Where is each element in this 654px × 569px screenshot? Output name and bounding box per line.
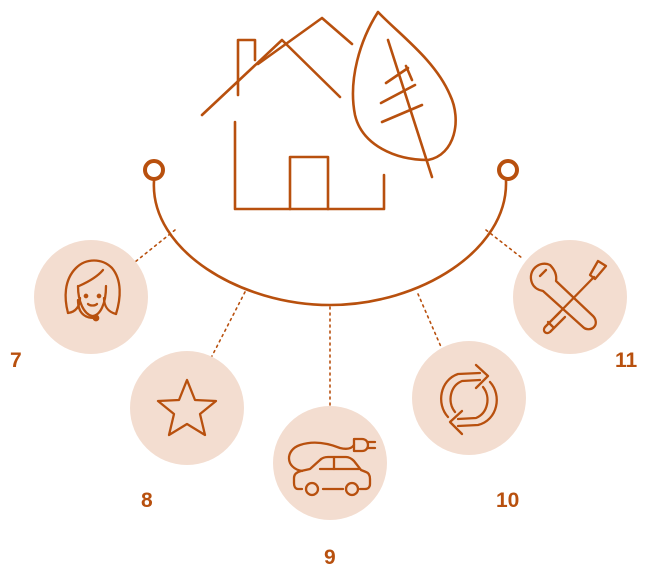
connector-8 [212,292,245,356]
arc-endpoint-right [499,161,517,179]
node-circle-8 [130,351,244,465]
connector-10 [418,294,445,356]
node-label-9: 9 [324,547,336,568]
node-label-7: 7 [10,350,22,371]
node-circle-7 [34,240,148,354]
node-label-11: 11 [615,350,637,371]
node-circle-11 [513,240,627,354]
house-icon [202,18,384,209]
connector-11 [486,230,522,258]
connector-7 [135,230,175,262]
hub-arc [154,181,506,305]
leaf-icon [353,12,456,177]
node-label-10: 10 [496,490,519,511]
node-label-8: 8 [141,490,153,511]
arc-endpoint-left [145,161,163,179]
node-circle-10 [412,341,526,455]
